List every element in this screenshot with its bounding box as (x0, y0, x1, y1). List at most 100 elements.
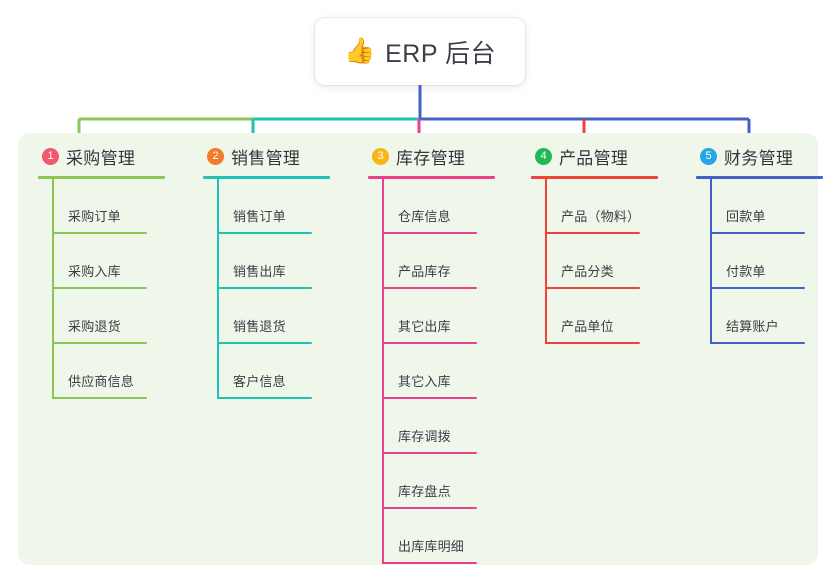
branch-items: 仓库信息产品库存其它出库其它入库库存调拨库存盘点出库库明细 (368, 179, 516, 564)
branches-panel (18, 133, 818, 565)
branch-badge-3: 3 (372, 147, 389, 165)
branch-item-underline (52, 342, 147, 344)
branch-item[interactable]: 产品（物料） (545, 179, 679, 234)
branch-item[interactable]: 采购订单 (52, 179, 186, 234)
branch-item-underline (382, 397, 477, 399)
branch-title: 销售管理 (231, 148, 301, 168)
branch-item-label: 销售退货 (233, 319, 286, 334)
branch-item-underline (710, 232, 805, 234)
branch-title: 产品管理 (559, 148, 629, 168)
branch-item[interactable]: 结算账户 (710, 289, 839, 344)
branch-column-财务管理: 5 财务管理回款单付款单结算账户 (696, 143, 839, 344)
branch-item[interactable]: 产品分类 (545, 234, 679, 289)
branch-item-underline (545, 342, 640, 344)
branch-item[interactable]: 其它入库 (382, 344, 516, 399)
branch-spine (382, 179, 384, 564)
branch-spine (545, 179, 547, 344)
branch-item-underline (382, 342, 477, 344)
branch-item-underline (382, 452, 477, 454)
branch-item-label: 出库库明细 (398, 539, 465, 554)
branch-underline (203, 176, 330, 179)
branch-item-underline (382, 232, 477, 234)
branch-item-label: 供应商信息 (68, 374, 135, 389)
branch-item-underline (545, 232, 640, 234)
branch-item-label: 采购入库 (68, 264, 121, 279)
branch-items: 采购订单采购入库采购退货供应商信息 (38, 179, 186, 399)
branch-badge-5: 5 (700, 147, 717, 165)
branch-item-underline (382, 287, 477, 289)
branch-item-underline (217, 287, 312, 289)
branch-header-财务管理[interactable]: 5 财务管理 (696, 143, 839, 169)
branch-badge-2: 2 (207, 147, 224, 165)
branch-underline (38, 176, 165, 179)
branch-item-underline (545, 287, 640, 289)
branch-spine (52, 179, 54, 399)
branch-item-label: 采购订单 (68, 209, 121, 224)
branch-item[interactable]: 销售订单 (217, 179, 351, 234)
branch-item[interactable]: 库存调拨 (382, 399, 516, 454)
branch-badge-1: 1 (42, 147, 59, 165)
branch-column-采购管理: 1 采购管理采购订单采购入库采购退货供应商信息 (38, 143, 186, 399)
branch-underline (531, 176, 658, 179)
branch-item-label: 结算账户 (726, 319, 779, 334)
branch-item[interactable]: 其它出库 (382, 289, 516, 344)
root-node-label: ERP 后台 (385, 39, 497, 68)
branch-item[interactable]: 回款单 (710, 179, 839, 234)
branch-item-underline (710, 342, 805, 344)
branch-column-销售管理: 2 销售管理销售订单销售出库销售退货客户信息 (203, 143, 351, 399)
branch-item-label: 回款单 (726, 209, 766, 224)
branch-item-label: 库存盘点 (398, 484, 451, 499)
branch-title: 库存管理 (396, 148, 466, 168)
branch-item-label: 产品分类 (561, 264, 614, 279)
branch-title: 财务管理 (724, 148, 794, 168)
branch-item[interactable]: 付款单 (710, 234, 839, 289)
branch-item-underline (710, 287, 805, 289)
branch-title: 采购管理 (66, 148, 136, 168)
branch-item-underline (52, 397, 147, 399)
branch-item[interactable]: 采购退货 (52, 289, 186, 344)
branch-header-产品管理[interactable]: 4 产品管理 (531, 143, 679, 169)
branch-column-库存管理: 3 库存管理仓库信息产品库存其它出库其它入库库存调拨库存盘点出库库明细 (368, 143, 516, 564)
branch-underline (696, 176, 823, 179)
branch-item-label: 产品（物料） (561, 209, 641, 224)
branch-item-underline (217, 342, 312, 344)
branch-header-采购管理[interactable]: 1 采购管理 (38, 143, 186, 169)
branch-item-underline (382, 507, 477, 509)
branch-item[interactable]: 仓库信息 (382, 179, 516, 234)
branch-item[interactable]: 销售退货 (217, 289, 351, 344)
branch-item[interactable]: 销售出库 (217, 234, 351, 289)
branch-header-销售管理[interactable]: 2 销售管理 (203, 143, 351, 169)
branch-item-label: 产品单位 (561, 319, 614, 334)
branch-item-underline (52, 232, 147, 234)
branch-spine (217, 179, 219, 399)
branch-item-label: 产品库存 (398, 264, 451, 279)
branch-item-label: 客户信息 (233, 374, 286, 389)
branch-item[interactable]: 产品库存 (382, 234, 516, 289)
branch-header-库存管理[interactable]: 3 库存管理 (368, 143, 516, 169)
branch-underline (368, 176, 495, 179)
branch-item-label: 采购退货 (68, 319, 121, 334)
branch-item[interactable]: 产品单位 (545, 289, 679, 344)
branch-item-underline (217, 397, 312, 399)
branch-item-underline (217, 232, 312, 234)
branch-item-label: 其它入库 (398, 374, 451, 389)
branch-item[interactable]: 客户信息 (217, 344, 351, 399)
branch-item-label: 其它出库 (398, 319, 451, 334)
branch-items: 回款单付款单结算账户 (696, 179, 839, 344)
branch-item-underline (382, 562, 477, 564)
branch-item[interactable]: 库存盘点 (382, 454, 516, 509)
branch-item[interactable]: 供应商信息 (52, 344, 186, 399)
branch-item-label: 销售订单 (233, 209, 286, 224)
branch-badge-4: 4 (535, 147, 552, 165)
branch-items: 产品（物料） 产品分类产品单位 (531, 179, 679, 344)
branch-columns: 1 采购管理采购订单采购入库采购退货供应商信息 2 销售管理销售订单销售出库销售退货客… (18, 133, 823, 565)
branch-item[interactable]: 出库库明细 (382, 509, 516, 564)
branch-item[interactable]: 采购入库 (52, 234, 186, 289)
branch-item-underline (52, 287, 147, 289)
branch-item-label: 库存调拨 (398, 429, 451, 444)
branch-item-label: 付款单 (726, 264, 766, 279)
branch-item-label: 仓库信息 (398, 209, 451, 224)
root-node[interactable]: 👍 ERP 后台 (315, 18, 525, 85)
branch-spine (710, 179, 712, 344)
